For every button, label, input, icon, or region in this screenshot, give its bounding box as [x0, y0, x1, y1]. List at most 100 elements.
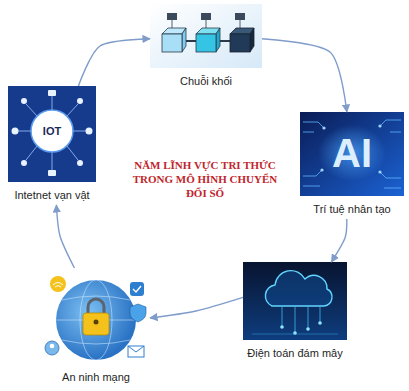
picture-node: An ninh mạng — [42, 268, 150, 387]
padlock-shackle — [88, 299, 104, 314]
check-badge — [130, 282, 144, 296]
cloud-outline — [265, 271, 332, 306]
cloud-picture — [243, 262, 347, 340]
node-label: Điện toán đám mây — [247, 346, 342, 360]
circuit-dot — [378, 124, 381, 127]
picture-caption: IOT — [43, 126, 61, 137]
cloud-dots — [280, 321, 322, 335]
diagram-title: NĂM LĨNH VỰC TRI THỨC TRONG MÔ HÌNH CHUY… — [125, 158, 285, 200]
circuit-dot — [378, 170, 381, 173]
cycle-arrow — [78, 39, 150, 86]
wifi-badge — [50, 276, 66, 292]
iot-picture — [8, 86, 96, 182]
cube-side — [182, 28, 186, 52]
envelope-flap — [128, 346, 144, 352]
envelope-icon — [128, 346, 144, 357]
keyhole — [94, 320, 99, 325]
spoke — [73, 131, 86, 132]
device-icon — [21, 160, 27, 166]
circuit-dots — [320, 124, 381, 173]
circuit-line — [303, 186, 320, 187]
user-badge — [45, 341, 59, 355]
circuit-dot — [322, 126, 325, 129]
device-icon — [48, 170, 56, 176]
security-picture — [45, 276, 146, 360]
padlock-body — [83, 313, 109, 335]
spoke — [67, 146, 78, 160]
device-icon — [21, 98, 27, 104]
node-label: Trí tuệ nhân tạo — [313, 202, 390, 216]
spoke — [26, 146, 37, 160]
cube-front — [230, 34, 250, 52]
spoke — [18, 131, 31, 132]
picture-node: Điện toán đám mây — [243, 262, 347, 363]
spoke — [52, 96, 53, 110]
cube-wire — [240, 20, 241, 28]
picture-ground — [243, 262, 347, 340]
block-cube — [230, 13, 254, 52]
cycle-arrow — [262, 39, 347, 112]
glow — [318, 125, 386, 181]
cube-icon — [167, 13, 177, 20]
cube-wire — [172, 20, 173, 28]
block-cube — [162, 13, 186, 52]
node-label: Chuỗi khối — [180, 74, 232, 88]
cube-wire — [206, 20, 207, 28]
circuit-line — [303, 170, 322, 176]
cube-icon — [235, 13, 245, 20]
circuit-lines — [303, 120, 401, 188]
node-label: Intetnet vạn vật — [14, 188, 89, 202]
circuit-line — [390, 132, 401, 133]
cycle-arrow — [56, 205, 74, 268]
device-icon — [12, 128, 19, 135]
circuit-line — [380, 172, 401, 178]
picture-ground — [150, 4, 262, 68]
cycle-arrow — [331, 219, 346, 262]
picture-node: Intetnet vạn vật — [8, 86, 96, 205]
globe — [56, 280, 136, 360]
iot-spokes — [18, 96, 86, 170]
parallel — [62, 340, 130, 344]
spoke — [26, 104, 37, 116]
circuit-line — [380, 120, 401, 126]
picture-caption: AI — [332, 133, 372, 173]
node-dot — [306, 327, 310, 331]
circuit-line — [303, 132, 314, 133]
node-dot — [293, 331, 297, 335]
device-icon — [77, 98, 83, 104]
device-icon — [77, 160, 83, 166]
circuit-dot — [320, 168, 323, 171]
ai-picture — [300, 112, 404, 196]
cube-side — [250, 28, 254, 52]
blockchain-picture — [150, 4, 262, 68]
cloud-wire — [320, 306, 321, 322]
cloud-wire — [295, 306, 296, 332]
picture-ground — [300, 112, 404, 196]
user-head — [50, 344, 55, 349]
cloud-wire — [282, 306, 283, 326]
iot-icons — [12, 90, 93, 176]
cube-side — [216, 28, 220, 52]
cube-front — [196, 34, 216, 52]
circuit-line — [303, 122, 324, 128]
spoke — [67, 104, 78, 116]
globe-grid — [56, 280, 136, 360]
cycle-arrow — [150, 297, 243, 318]
cube-front — [162, 34, 182, 52]
cloud-wire — [308, 306, 309, 328]
device-icon — [48, 90, 56, 96]
meridian — [80, 280, 112, 360]
node-dot — [318, 321, 322, 325]
node-dot — [280, 325, 284, 329]
circuit-line — [384, 188, 401, 189]
check-mark — [133, 286, 141, 292]
block-cube — [196, 13, 220, 52]
shield-icon — [130, 304, 146, 322]
cube-icon — [201, 13, 211, 20]
cloud-wires — [252, 306, 338, 334]
spoke — [52, 152, 53, 170]
device-icon — [86, 128, 93, 135]
node-label: An ninh mạng — [62, 370, 130, 384]
picture-ground — [8, 86, 96, 182]
